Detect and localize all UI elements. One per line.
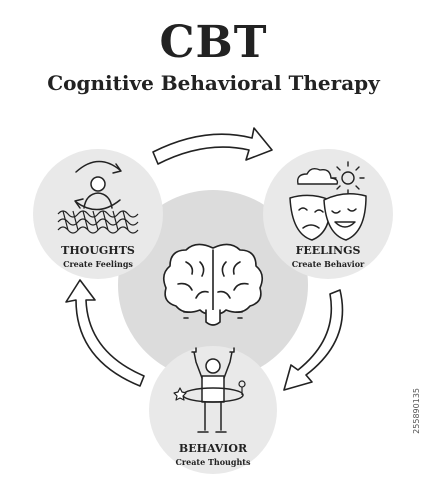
feelings-label: FEELINGS [295, 244, 361, 257]
sad-mask-icon [289, 194, 331, 241]
sun-icon [331, 161, 365, 195]
flower-icon [238, 380, 246, 395]
cloud-icon [297, 167, 339, 185]
brain-icon [162, 243, 264, 326]
page-title: CBT [159, 17, 268, 68]
thoughts-label: THOUGHTS [61, 244, 135, 257]
arrow-behavior-to-thoughts [65, 279, 145, 387]
thoughts-sub: Create Feelings [63, 259, 133, 269]
stock-id: 255890135 [412, 388, 421, 434]
behavior-circle [149, 346, 277, 474]
wave-icon [57, 210, 139, 234]
behavior-sub: Create Thoughts [175, 457, 251, 467]
behavior-label: BEHAVIOR [178, 442, 248, 455]
arrow-thoughts-to-feelings [152, 127, 273, 165]
happy-mask-icon [323, 193, 367, 241]
star-icon [173, 387, 187, 401]
cycle-head-icon [74, 160, 122, 211]
page-subtitle: Cognitive Behavioral Therapy [47, 71, 380, 95]
arrow-feelings-to-behavior [283, 289, 344, 391]
person-icon [182, 347, 244, 433]
feelings-sub: Create Behavior [291, 259, 365, 269]
